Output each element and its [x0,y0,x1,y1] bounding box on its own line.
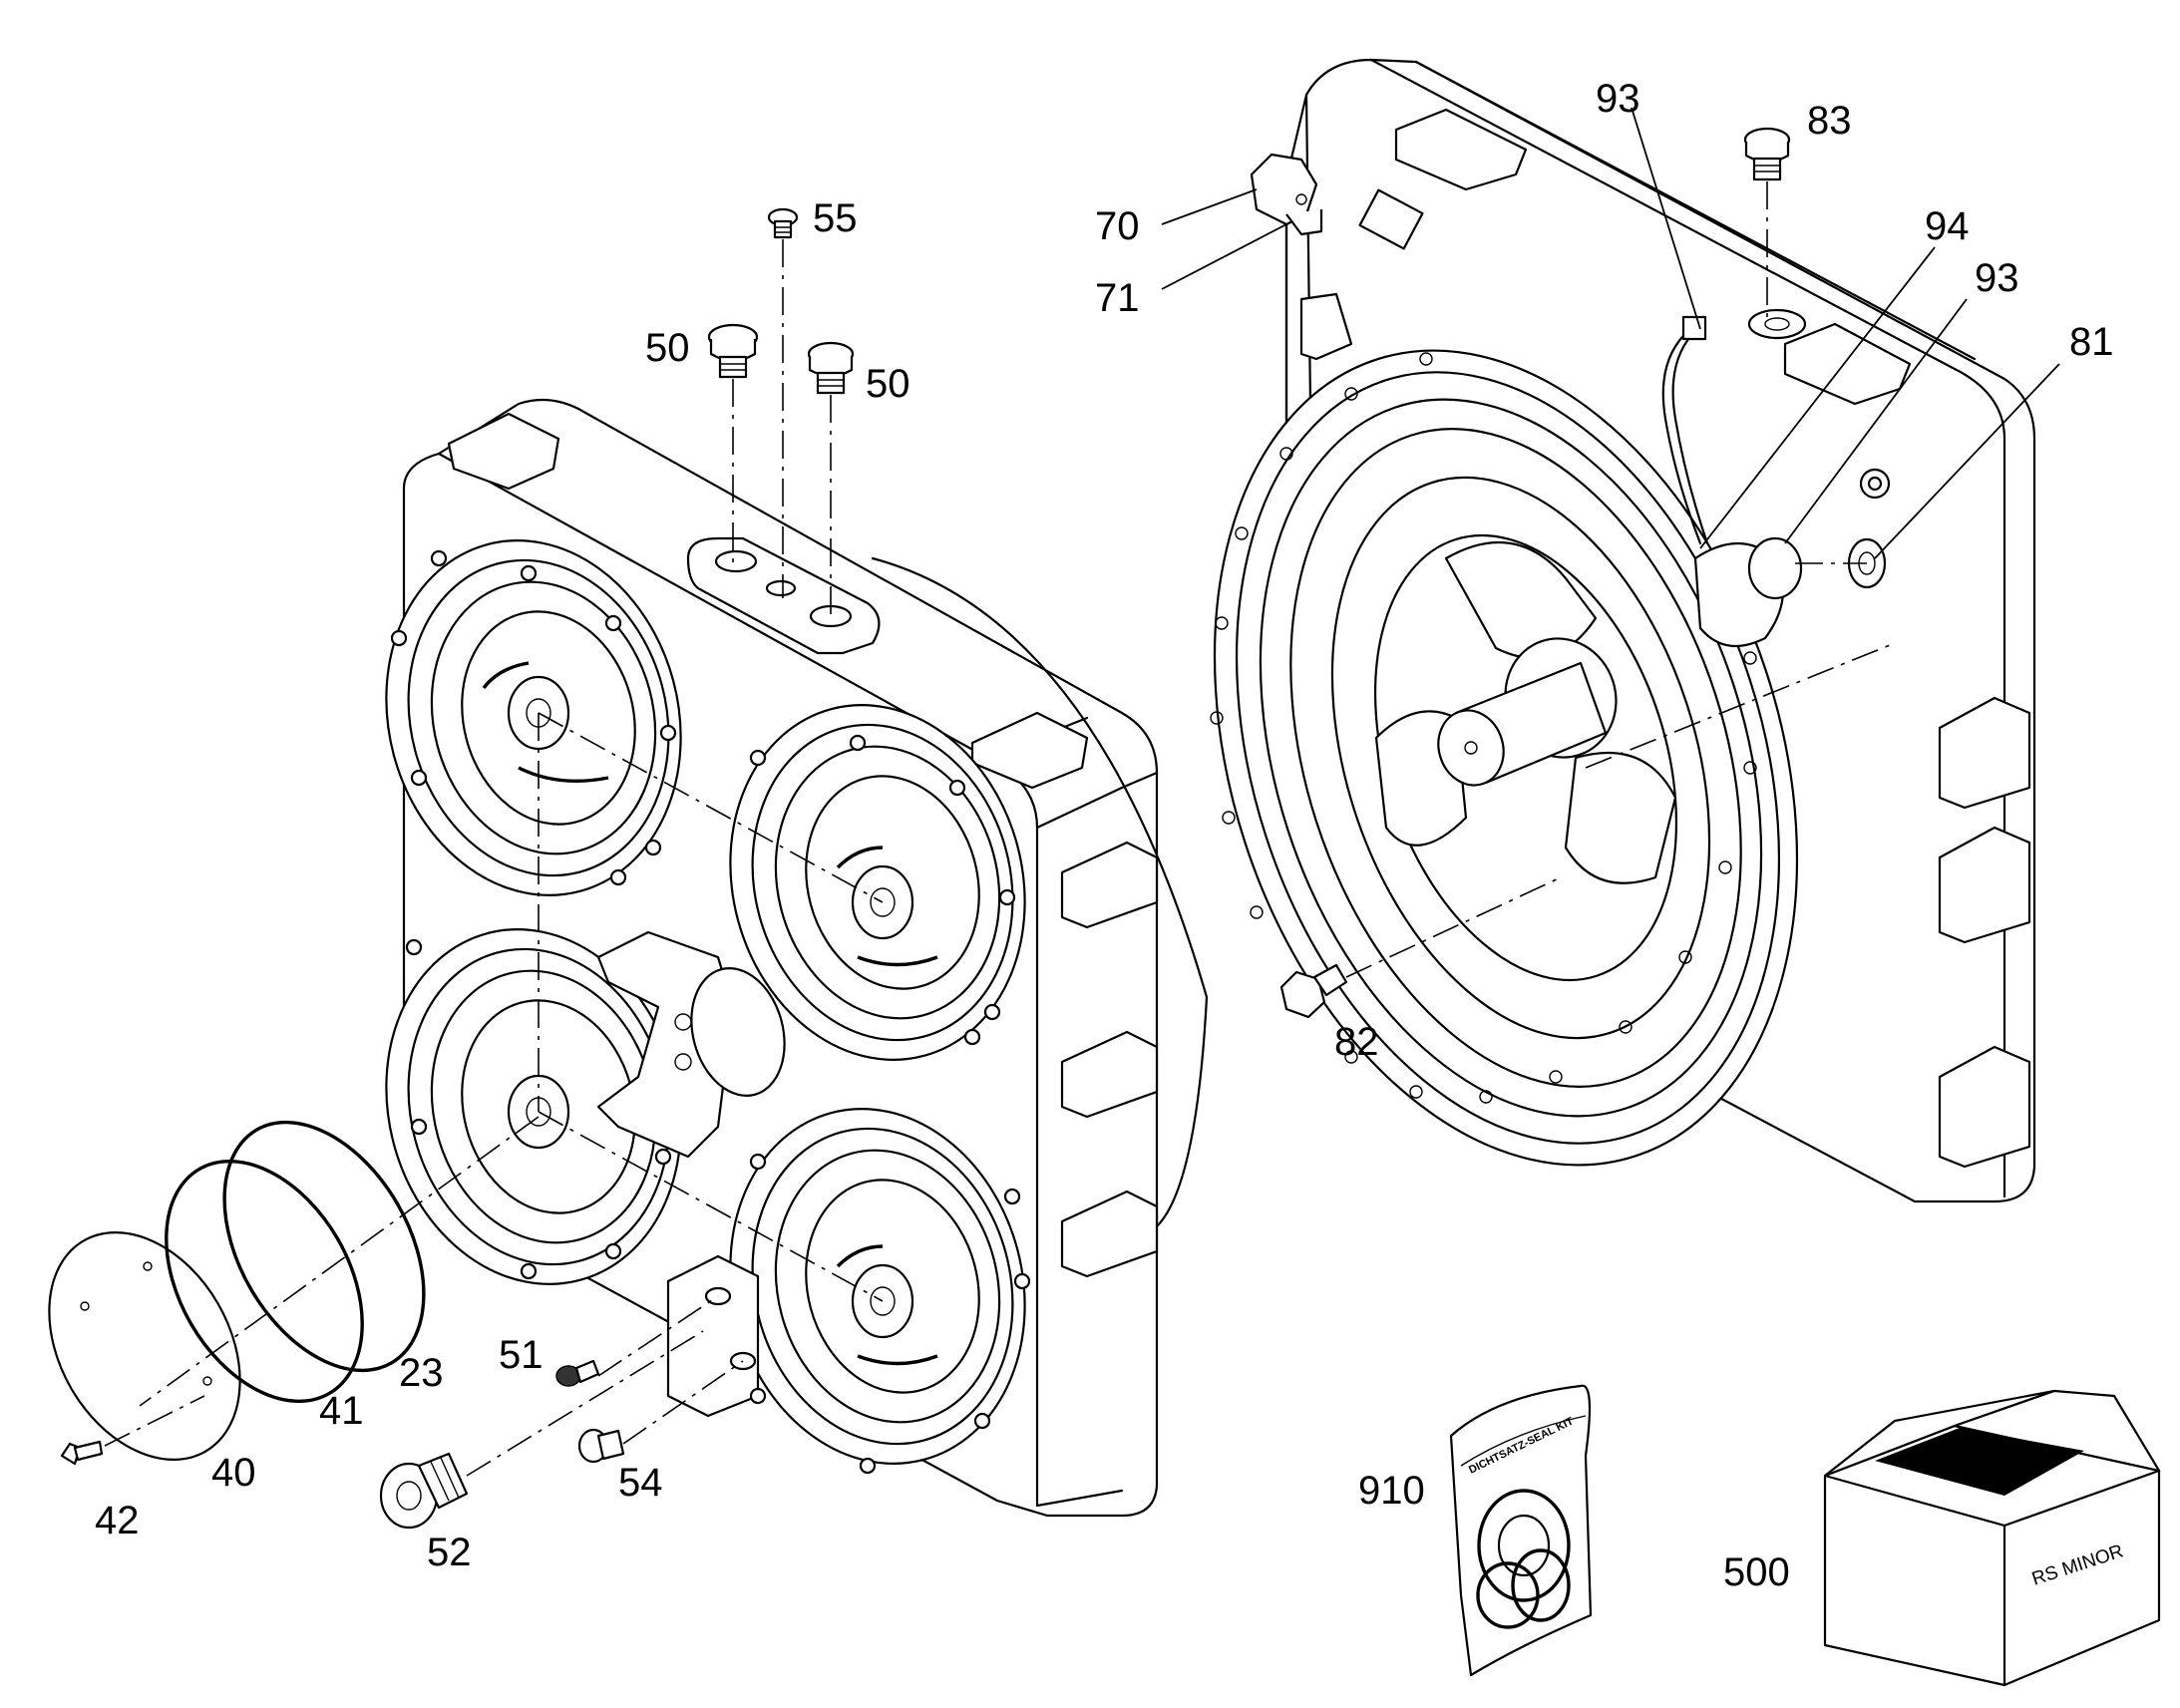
callout-23: 23 [399,1351,444,1395]
callout-42: 42 [95,1499,140,1542]
callout-910: 910 [1358,1469,1425,1513]
rear-housing [1210,58,2036,1203]
part-83-plug [1743,127,1791,181]
callout-50-left: 50 [645,326,690,370]
callout-500: 500 [1723,1550,1790,1594]
drum-lower-left [385,928,682,1285]
part-23-o-ring [222,1120,426,1373]
callout-93-top: 93 [1596,77,1640,121]
callout-71: 71 [1095,276,1140,320]
part-54-plug [577,1428,625,1464]
part-51-screw [555,1359,600,1387]
callout-51: 51 [499,1333,544,1377]
part-40-cover-plate [48,1231,241,1461]
callout-82: 82 [1334,1020,1379,1064]
part-55-plug [767,207,799,239]
callout-numbers: 55 50 50 70 71 93 83 94 93 81 82 23 41 4… [95,77,2114,1594]
front-housing [385,398,1209,1518]
callout-52: 52 [427,1531,472,1574]
callout-81: 81 [2069,320,2114,364]
callout-55: 55 [813,196,858,240]
callout-41: 41 [319,1389,364,1433]
leader-lines [1161,107,2060,559]
assembly-centerlines [104,181,1896,1477]
callout-40: 40 [211,1451,256,1495]
seal-kit-package: DICHTSATZ-SEAL KIT [1449,1384,1593,1677]
part-41-o-ring [165,1159,364,1404]
part-52-plug [379,1452,469,1530]
drum-upper-right [729,704,1026,1061]
callout-50-right: 50 [866,362,910,406]
callout-93-right: 93 [1975,256,2019,300]
drum-lower-right [729,1108,1026,1465]
part-50a-plug [707,323,759,379]
part-50b-plug [807,341,855,395]
part-82-plug [1279,963,1348,1019]
part-42-screw [60,1440,104,1466]
shipping-box: RS MINOR [1823,1389,2161,1687]
part-70-71-elbow-fitting [1250,153,1323,236]
callout-83: 83 [1807,99,1852,143]
callout-94: 94 [1925,204,1970,248]
callout-54: 54 [618,1461,663,1505]
callout-70: 70 [1095,204,1140,248]
